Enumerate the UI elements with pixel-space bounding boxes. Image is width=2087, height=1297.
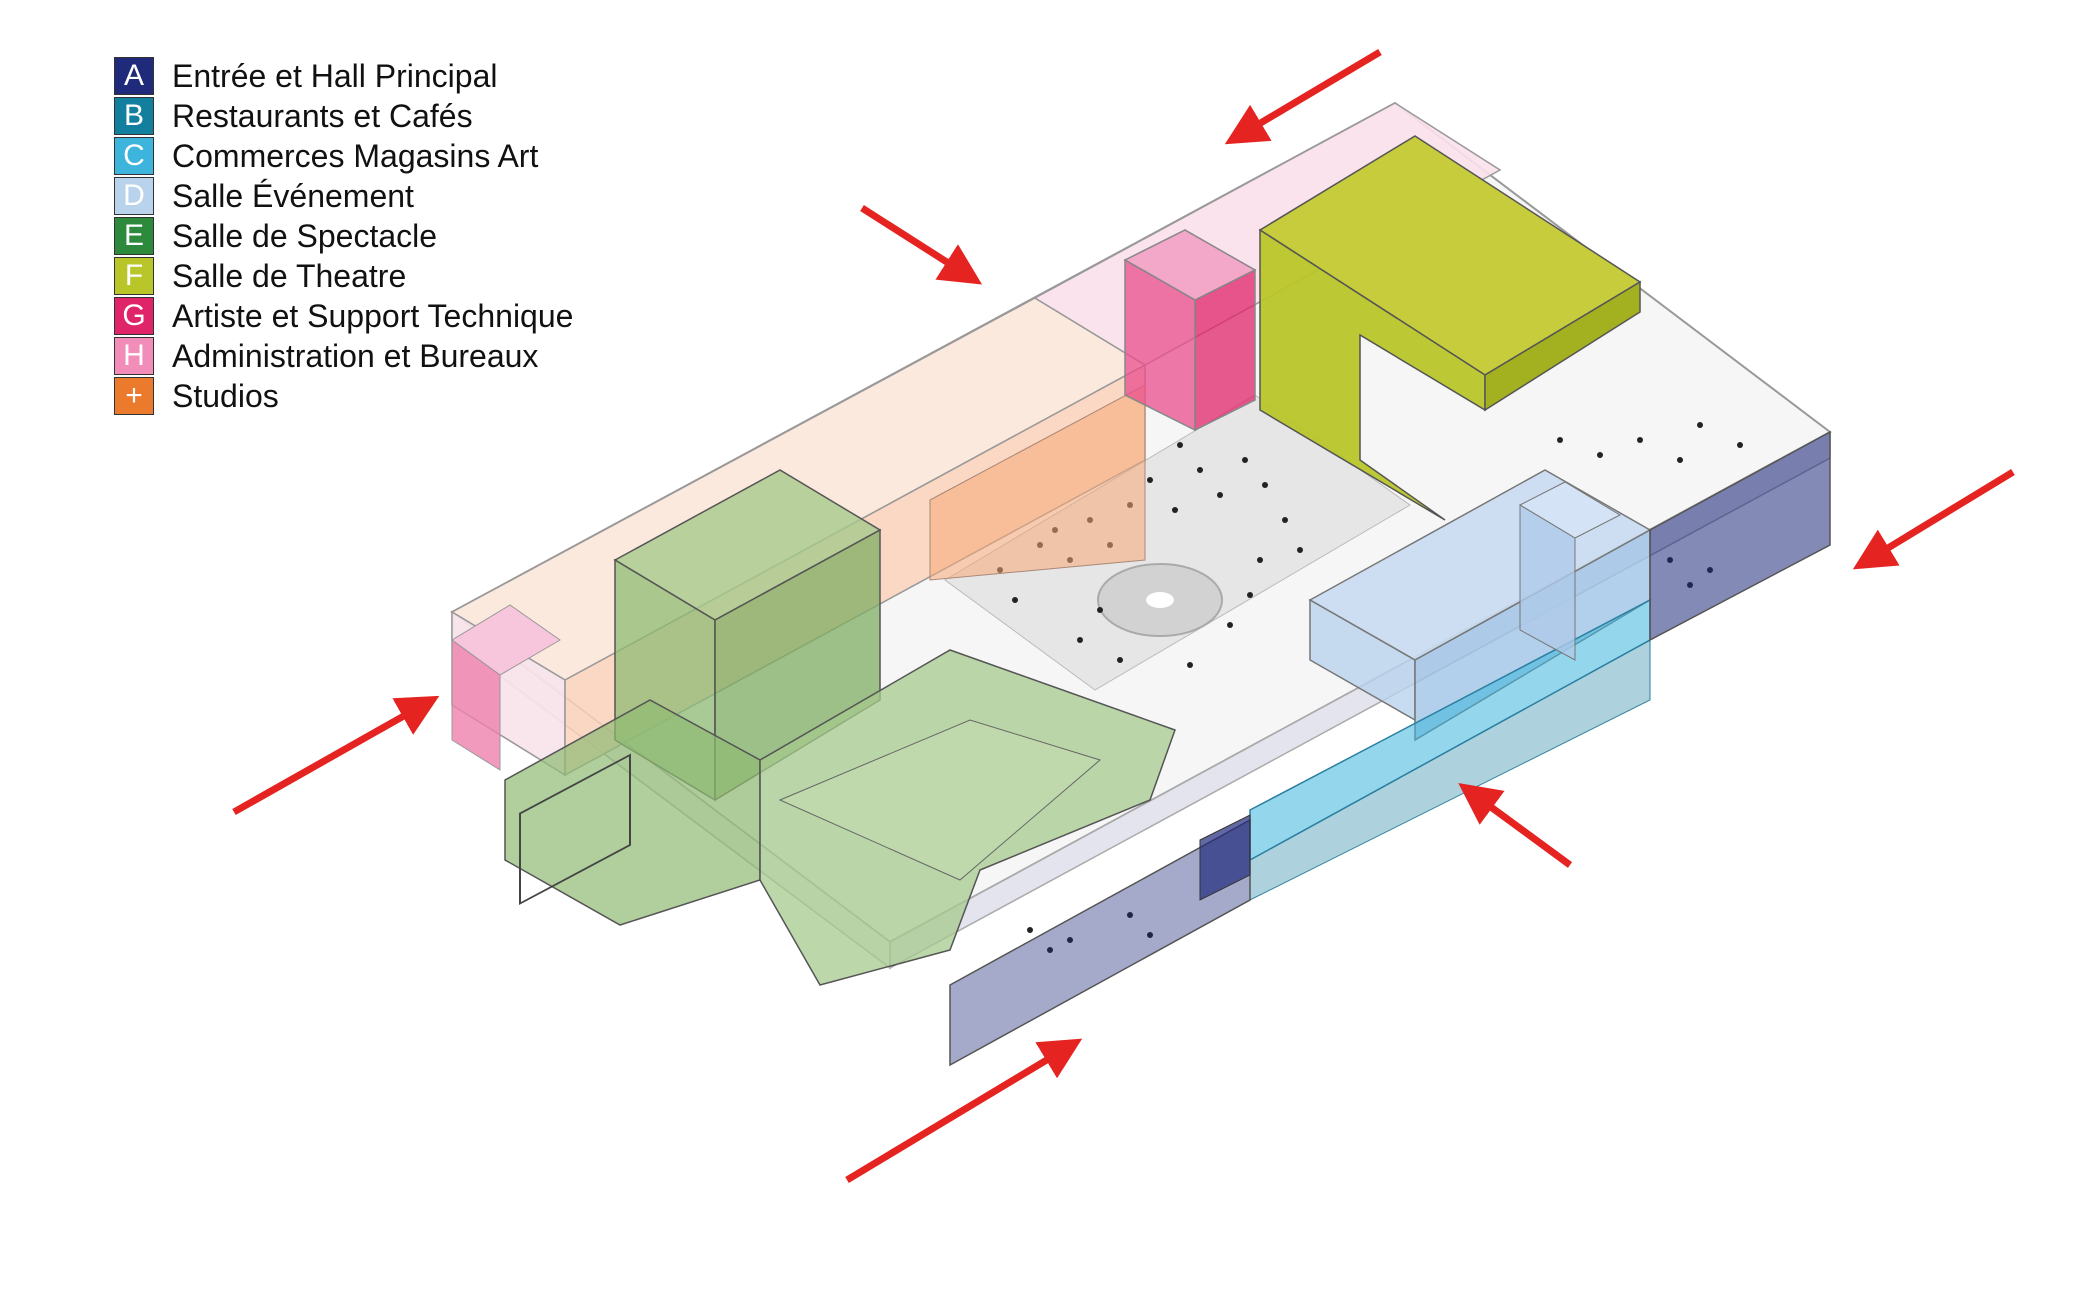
- right-wing-commerce: [1249, 469, 1652, 901]
- access-arrows: [232, 48, 2015, 1184]
- arrow-south: [845, 1038, 1083, 1184]
- legend-item-b: B Restaurants et Cafés: [114, 96, 573, 136]
- arrow-south-right: [1458, 783, 1573, 868]
- legend-label-d: Salle Événement: [172, 177, 414, 214]
- legend-item-d: D Salle Événement: [114, 176, 573, 216]
- arrow-east: [1852, 469, 2015, 570]
- legend-label-g: Artiste et Support Technique: [172, 297, 574, 334]
- salle-spectacle-block: [504, 469, 1176, 986]
- entree-hall-principal: [949, 430, 1831, 1067]
- legend-label-studios: Studios: [172, 377, 279, 414]
- central-plaza: [944, 394, 1411, 691]
- salle-theatre-block: [1258, 135, 1642, 521]
- legend-label-b: Restaurants et Cafés: [172, 97, 473, 134]
- legend-swatch-g: G: [114, 297, 154, 335]
- legend-label-c: Commerces Magasins Art: [172, 137, 539, 174]
- legend: A Entrée et Hall Principal B Restaurants…: [114, 56, 573, 416]
- legend-item-f: F Salle de Theatre: [114, 256, 573, 296]
- artiste-support-block: [1123, 229, 1257, 432]
- legend-label-e: Salle de Spectacle: [172, 217, 438, 254]
- legend-swatch-e: E: [114, 217, 154, 255]
- legend-item-c: C Commerces Magasins Art: [114, 136, 573, 176]
- arrow-west: [232, 695, 440, 816]
- legend-item-h: H Administration et Bureaux: [114, 336, 573, 376]
- legend-swatch-c: C: [114, 137, 154, 175]
- legend-item-studios: + Studios: [114, 376, 573, 416]
- arrow-north-left: [860, 205, 983, 285]
- legend-swatch-h: H: [114, 337, 154, 375]
- legend-swatch-f: F: [114, 257, 154, 295]
- legend-swatch-studios: +: [114, 377, 154, 415]
- legend-item-e: E Salle de Spectacle: [114, 216, 573, 256]
- legend-label-f: Salle de Theatre: [172, 257, 407, 294]
- legend-label-a: Entrée et Hall Principal: [172, 57, 498, 94]
- legend-swatch-b: B: [114, 97, 154, 135]
- legend-swatch-a: A: [114, 57, 154, 95]
- arrow-north-top: [1224, 48, 1382, 145]
- legend-swatch-d: D: [114, 177, 154, 215]
- legend-item-g: G Artiste et Support Technique: [114, 296, 573, 336]
- legend-label-h: Administration et Bureaux: [172, 337, 539, 374]
- legend-item-a: A Entrée et Hall Principal: [114, 56, 573, 96]
- left-end-admin-block: [451, 604, 561, 771]
